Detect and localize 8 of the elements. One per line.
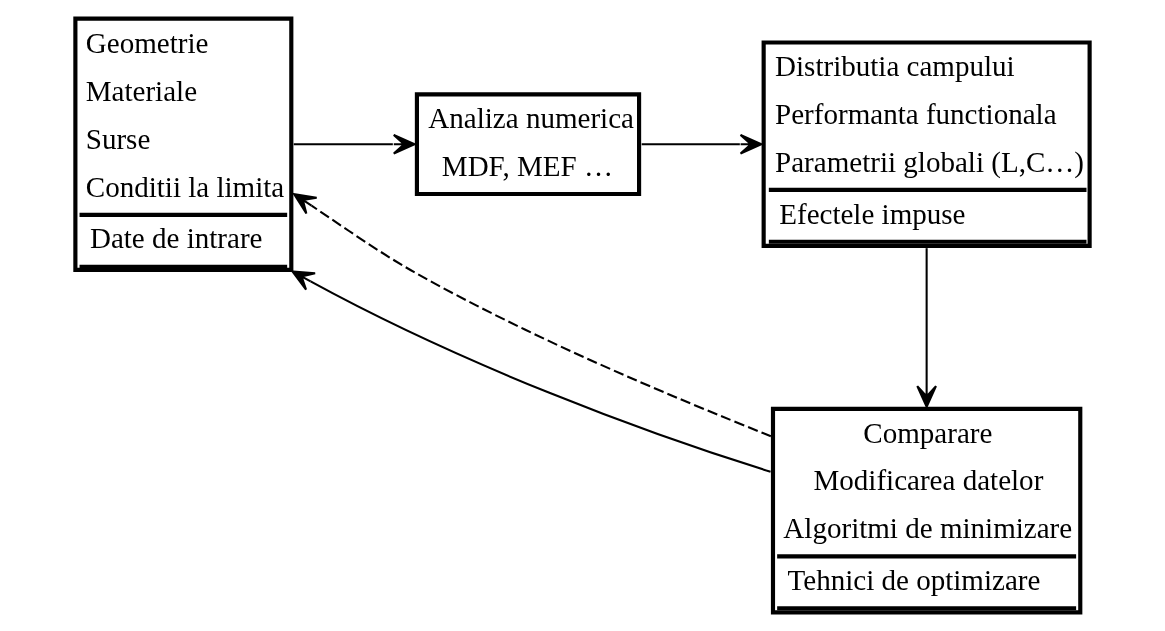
arrow [916, 248, 937, 408]
node-box: Analiza numerica MDF, MEF … [414, 92, 642, 197]
arrow [291, 270, 771, 473]
arrow [641, 133, 763, 155]
node-box: Distributia campului Performanta functionala Parametrii globali (L,C…) Efectele impuse [761, 40, 1092, 249]
node-box: Comparare Modificarea datelor Algoritmi de minimizare Tehnici de optimizare [770, 406, 1083, 615]
arrow [293, 193, 772, 438]
arrow [293, 133, 416, 155]
